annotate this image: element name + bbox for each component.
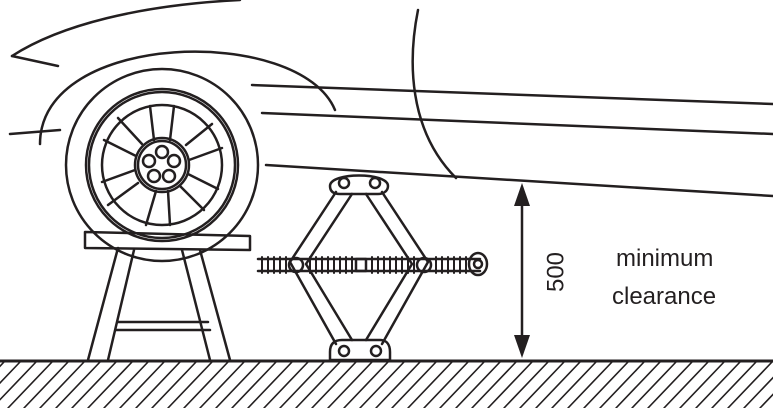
hatch-line — [0, 361, 37, 401]
hatch-line — [327, 361, 373, 408]
dimension-value: 500 — [542, 252, 569, 292]
hatch-line — [0, 361, 5, 368]
hatch-line — [759, 393, 773, 408]
hatch-line — [583, 361, 629, 408]
hatch-line — [615, 361, 661, 408]
hatch-line — [87, 361, 133, 408]
hatch-line — [375, 361, 421, 408]
hatch-line — [471, 361, 517, 408]
hatch-line — [567, 361, 613, 408]
hatch-line — [551, 361, 597, 408]
caption-line-2: clearance — [612, 283, 716, 310]
hatch-line — [151, 361, 197, 408]
hatch-line — [279, 361, 325, 408]
hatch-line — [519, 361, 565, 408]
hatch-line — [103, 361, 149, 408]
hatch-line — [727, 361, 773, 408]
hatch-line — [23, 361, 69, 408]
hatch-line — [55, 361, 101, 408]
hatch-line — [247, 361, 293, 408]
hatch-line — [439, 361, 485, 408]
hatch-line — [311, 361, 357, 408]
hatch-line — [711, 361, 757, 408]
car-body — [8, 0, 773, 198]
hatch-line — [119, 361, 165, 408]
hatch-line — [231, 361, 277, 408]
hatch-line — [743, 376, 773, 408]
hatch-line — [423, 361, 469, 408]
scissor-jack-icon — [256, 174, 489, 362]
hatch-line — [599, 361, 645, 408]
hatch-line — [0, 361, 21, 385]
hatch-line — [295, 361, 341, 408]
hatch-line — [359, 361, 405, 408]
hatch-line — [39, 361, 85, 408]
ground-hatch-icon — [0, 359, 773, 408]
hatch-line — [647, 361, 693, 408]
hatch-line — [7, 361, 53, 408]
axle-stand-icon — [83, 230, 252, 362]
hatch-line — [487, 361, 533, 408]
hatch-line — [343, 361, 389, 408]
hatch-line — [199, 361, 245, 408]
hatch-line — [535, 361, 581, 408]
caption-line-1: minimum — [616, 245, 713, 272]
hatch-line — [407, 361, 453, 408]
hatch-line — [263, 361, 309, 408]
wheel-icon — [64, 67, 260, 263]
hatch-line — [455, 361, 501, 408]
double-arrow-icon — [514, 183, 530, 358]
hatch-line — [135, 361, 181, 408]
hatch-line — [631, 361, 677, 408]
wheel-arch — [38, 50, 337, 146]
hatch-line — [71, 361, 117, 408]
hatch-line — [391, 361, 437, 408]
hatch-line — [663, 361, 709, 408]
hatch-line — [503, 361, 549, 408]
hatch-line — [183, 361, 229, 408]
hatch-line — [215, 361, 261, 408]
hatch-line — [679, 361, 725, 408]
hatch-line — [167, 361, 213, 408]
hatch-line — [695, 361, 741, 408]
